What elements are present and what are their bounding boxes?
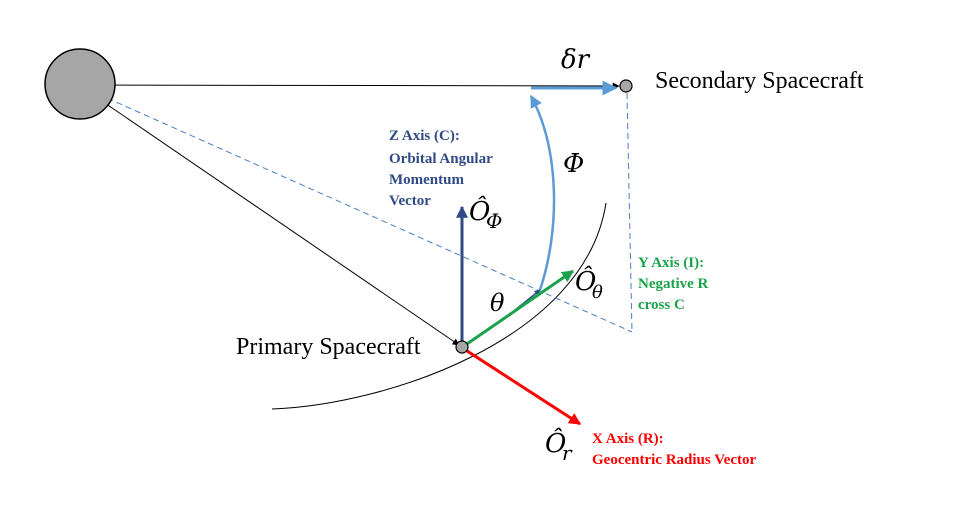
orbit-curve	[271, 202, 607, 410]
earth-to-secondary-line	[79, 82, 620, 90]
y-axis-caption-line-1: Y Axis (I):	[638, 255, 704, 271]
o-r-subscript: r	[562, 441, 573, 465]
projection-dashed-line	[79, 85, 633, 333]
o-phi-vector-label: Ô Φ	[469, 195, 502, 233]
z-axis-caption: Z Axis (C): Orbital Angular Momentum Vec…	[389, 128, 496, 209]
primary-spacecraft-label: Primary Spacecraft	[236, 334, 421, 360]
projection-vertical-dashed-line	[626, 92, 633, 333]
earth-to-primary-line	[79, 85, 460, 346]
y-axis-caption-line-2: Negative R	[638, 276, 709, 292]
z-axis-caption-line-2: Orbital Angular	[389, 151, 493, 167]
y-axis-caption-line-3: cross C	[638, 297, 685, 313]
o-phi-hat: Ô	[469, 195, 490, 227]
o-phi-subscript: Φ	[486, 209, 502, 233]
phi-arc	[529, 94, 556, 291]
phi-label: Φ	[563, 149, 584, 179]
z-axis-caption-line-1: Z Axis (C):	[389, 128, 460, 144]
z-axis-caption-line-4: Vector	[389, 193, 431, 209]
secondary-spacecraft-label: Secondary Spacecraft	[655, 68, 864, 94]
x-axis-caption-line-1: X Axis (R):	[592, 431, 664, 447]
o-r-hat: Ô	[545, 427, 566, 459]
o-theta-subscript: θ	[592, 282, 603, 303]
earth-circle	[44, 48, 116, 120]
y-axis-caption: Y Axis (I): Negative R cross C	[638, 255, 712, 313]
x-axis-caption-line-2: Geocentric Radius Vector	[592, 452, 756, 468]
primary-spacecraft-dot	[455, 340, 469, 354]
o-theta-hat: Ô	[575, 265, 596, 297]
x-axis-vector	[463, 347, 582, 426]
o-r-vector-label: Ô r	[545, 427, 573, 465]
y-axis-vector	[463, 269, 574, 348]
o-theta-vector-label: Ô θ	[575, 265, 603, 303]
theta-label: θ	[490, 289, 505, 317]
x-axis-caption: X Axis (R): Geocentric Radius Vector	[592, 431, 756, 468]
z-axis-caption-line-3: Momentum	[389, 172, 464, 188]
secondary-spacecraft-dot	[619, 79, 633, 93]
delta-r-label: δr	[561, 45, 591, 75]
